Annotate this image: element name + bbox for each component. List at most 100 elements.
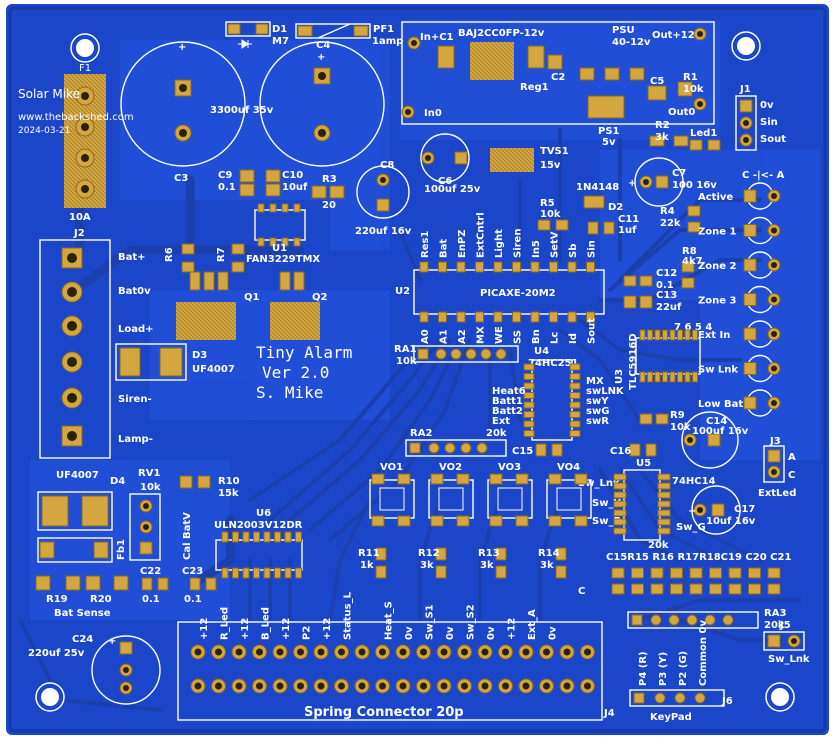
j4-bottom-pad-hole bbox=[420, 682, 427, 690]
u3-pin-pad bbox=[662, 371, 668, 383]
j4-pin-label: 0v bbox=[445, 626, 456, 640]
u6-pin-pad bbox=[221, 531, 229, 543]
u4-left-pin-label: Heat6 bbox=[492, 386, 526, 397]
led-pad bbox=[743, 327, 757, 341]
r9-c14: R9 10k C14 100uf 16v bbox=[639, 410, 749, 469]
j4-top-pad-hole bbox=[481, 648, 489, 656]
u4-pin-pad bbox=[569, 420, 581, 428]
c12-c13-r8: C12 0.1 C13 22uf R8 4k7 bbox=[623, 246, 703, 313]
optocoupler-outline bbox=[369, 479, 415, 519]
u4-pin-pad bbox=[523, 373, 535, 380]
spring-connector-j4: Spring Connector 20p J4 bbox=[177, 621, 615, 721]
led-label: Ext In bbox=[698, 330, 730, 341]
led-label: Zone 1 bbox=[698, 227, 737, 238]
j4-top-pad-hole bbox=[543, 648, 550, 656]
u2-top-pin-label: Sb bbox=[568, 244, 579, 258]
c24-label: C24 bbox=[72, 634, 93, 645]
smd-pad bbox=[650, 567, 664, 579]
rv1-value: 10k bbox=[140, 482, 161, 493]
c6-value: 100uf 25v bbox=[424, 184, 481, 195]
watermark-site: www.thebackshed.com bbox=[18, 112, 134, 123]
j2-pin-1: Bat0v bbox=[118, 286, 151, 297]
c22-label: C22 bbox=[140, 566, 161, 577]
u4-pin-pad bbox=[569, 363, 581, 371]
u2-top-pin-label: Bat bbox=[439, 239, 450, 258]
j4-pin-label: R_Led bbox=[220, 607, 231, 640]
u5-pin-3: Sw_G bbox=[676, 522, 706, 533]
r19-label: R19 bbox=[46, 594, 68, 605]
j4-pin-label: 0v bbox=[486, 626, 497, 640]
cap-main-value: 3300uf 35v bbox=[210, 105, 274, 116]
j4-bottom-pad-hole bbox=[256, 682, 263, 690]
diode-d4: UF4007 D4 bbox=[37, 470, 125, 531]
r13-value: 3k bbox=[480, 560, 494, 571]
j2-pin-2: Load+ bbox=[118, 324, 154, 335]
c13-value: 22uf bbox=[656, 302, 682, 313]
j4-pin-label: Status_L bbox=[343, 591, 354, 640]
tvs1: TVS1 15v bbox=[490, 146, 569, 172]
u2-top-pin-label: SetV bbox=[550, 231, 561, 258]
r5-label: R5 bbox=[540, 198, 555, 209]
j4-top-pad-hole bbox=[358, 648, 366, 656]
u2-part: PICAXE-20M2 bbox=[480, 288, 556, 299]
u5-pin-pad bbox=[657, 509, 671, 517]
led-pad bbox=[743, 362, 757, 375]
j4-pin-label: Heat_S bbox=[384, 601, 395, 640]
opto-pad bbox=[489, 473, 503, 485]
u4-left-pin-label: Batt1 bbox=[492, 396, 523, 407]
u4-pin-pad bbox=[523, 411, 535, 418]
j4-pin-label: B_Led bbox=[261, 607, 272, 640]
u2-pin-pad bbox=[549, 261, 558, 273]
u4-pin-pad bbox=[523, 430, 535, 437]
smd-pad bbox=[670, 583, 683, 595]
j4-bottom-pad-hole bbox=[297, 682, 304, 690]
opto-pad bbox=[371, 515, 385, 527]
in-c1-label: In+C1 bbox=[420, 32, 454, 43]
r2-value: 3k bbox=[655, 132, 669, 143]
out12-label: Out+12 bbox=[652, 30, 695, 41]
keypad-pin-0: P4 (R) bbox=[638, 651, 649, 686]
u5-pin-pad bbox=[613, 473, 627, 481]
led-pad-hole bbox=[771, 227, 777, 234]
ra2-value: 20k bbox=[486, 428, 507, 439]
u2-pin-pad bbox=[456, 311, 466, 323]
u6-pin-pad bbox=[242, 531, 250, 543]
j4-pin-label: Ext_A bbox=[527, 609, 538, 640]
u3-pin-pad bbox=[669, 371, 676, 383]
optocoupler-label: VO3 bbox=[498, 462, 521, 473]
svg-text:+: + bbox=[317, 52, 325, 63]
resistor-pad bbox=[495, 547, 507, 561]
led-pad-hole bbox=[771, 365, 777, 372]
u2-pin-pad bbox=[475, 261, 484, 273]
u2-top-pin-label: ExtCntrl bbox=[476, 212, 487, 258]
smd-c9-c10-r3: C9 0.1 C10 10uf R3 20 bbox=[218, 169, 345, 211]
u2-pin-pad bbox=[512, 311, 521, 323]
c23-value: 0.1 bbox=[184, 594, 202, 605]
u3-pin-pad bbox=[677, 371, 683, 383]
r7-label: R7 bbox=[216, 247, 227, 262]
c9-value: 0.1 bbox=[218, 182, 236, 193]
keypad-pin-2: P2 (G) bbox=[678, 651, 689, 686]
j4-bottom-pad-hole bbox=[235, 682, 243, 690]
u3-pads bbox=[639, 329, 698, 383]
reg-part: BAJ2CC0FP-12v bbox=[458, 28, 545, 39]
c22-value: 0.1 bbox=[142, 594, 160, 605]
svg-text:+: + bbox=[688, 506, 696, 517]
u3-pin-pad bbox=[654, 329, 661, 341]
c7-label: C7 bbox=[672, 168, 686, 179]
diode-d3: D3 UF4007 bbox=[115, 343, 235, 381]
in0-label: In0 bbox=[424, 108, 442, 119]
j4-bottom-pad-hole bbox=[399, 682, 407, 690]
led-pad-hole bbox=[771, 331, 777, 337]
u2-pin-pad bbox=[419, 261, 429, 273]
bat-sense-parts: C22 0.1 C23 0.1 R19 R20 Bat Sense bbox=[35, 566, 217, 619]
smd-pad bbox=[689, 567, 703, 579]
u5-pin-pad bbox=[657, 482, 671, 490]
j4-pin-label: +12 bbox=[507, 618, 518, 640]
header-j3: J3 A C ExtLed bbox=[758, 436, 796, 499]
opto-pad bbox=[574, 473, 588, 485]
resistor-pad bbox=[435, 547, 447, 561]
j4-top-pad-hole bbox=[399, 648, 407, 656]
r9-value: 10k bbox=[670, 422, 691, 433]
c11-label: C11 bbox=[618, 214, 639, 225]
